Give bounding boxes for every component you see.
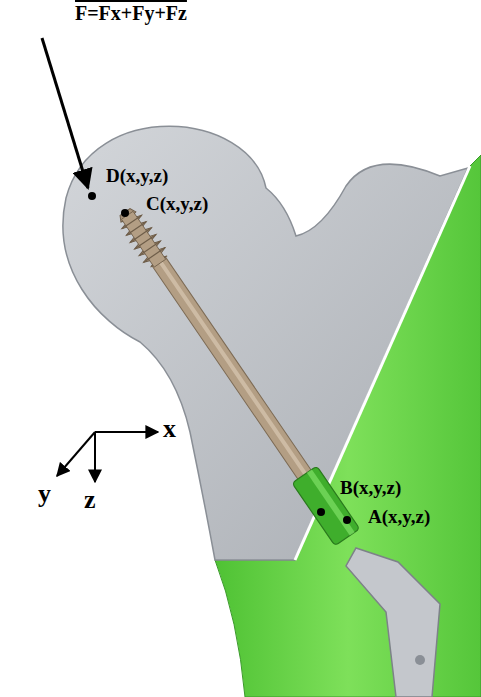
axis-label: z xyxy=(84,486,96,515)
force-arrow xyxy=(42,38,88,188)
point-label: C(x,y,z) xyxy=(146,194,208,215)
force-label: F=Fx+Fy+Fz xyxy=(75,2,187,24)
axis-label: y xyxy=(38,480,51,509)
coordinate-axes xyxy=(57,432,158,482)
point-dot xyxy=(121,209,129,217)
point-dot xyxy=(88,192,96,200)
point-label: B(x,y,z) xyxy=(340,478,401,499)
lag-screw xyxy=(113,204,360,546)
point-dot xyxy=(343,516,351,524)
axis-label: x xyxy=(163,415,176,444)
point-label: A(x,y,z) xyxy=(368,507,430,528)
plate-hole xyxy=(415,655,425,665)
femoral-head xyxy=(63,126,468,560)
point-dot xyxy=(317,508,325,516)
point-label: D(x,y,z) xyxy=(106,166,168,187)
side-plate xyxy=(346,548,440,697)
